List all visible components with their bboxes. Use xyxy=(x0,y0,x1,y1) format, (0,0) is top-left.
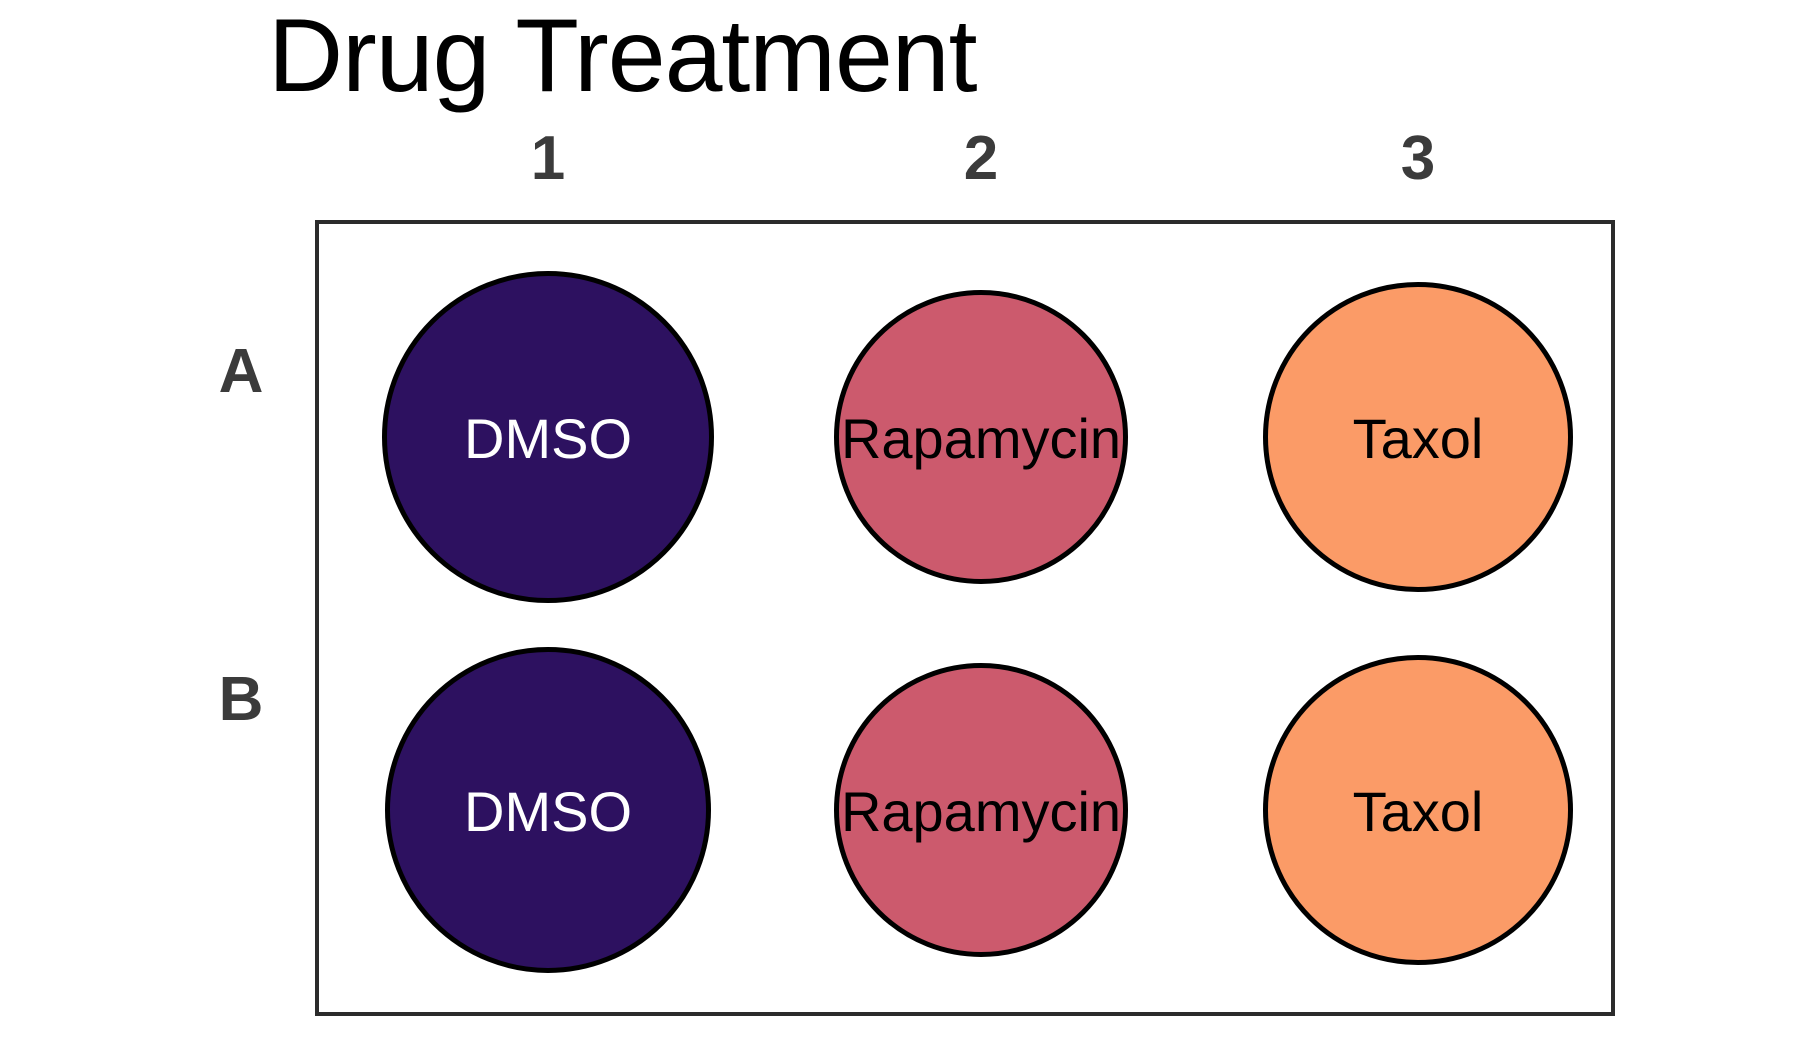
well-A3[interactable]: Taxol xyxy=(1263,282,1573,592)
well-label: Rapamycin xyxy=(840,407,1122,470)
column-header-3: 3 xyxy=(1400,124,1436,193)
well-label: Taxol xyxy=(1352,780,1484,843)
well-B2[interactable]: Rapamycin xyxy=(834,663,1128,957)
well-A1[interactable]: DMSO xyxy=(382,271,714,603)
column-header-1: 1 xyxy=(530,124,566,193)
plate-outline xyxy=(315,220,1615,1016)
page-title: Drug Treatment xyxy=(268,0,978,114)
well-label: Rapamycin xyxy=(840,780,1122,843)
well-label: DMSO xyxy=(464,780,632,843)
column-header-2: 2 xyxy=(963,124,999,193)
well-B1[interactable]: DMSO xyxy=(385,647,711,973)
well-B3[interactable]: Taxol xyxy=(1263,655,1573,965)
well-label: DMSO xyxy=(464,407,632,470)
well-A2[interactable]: Rapamycin xyxy=(834,290,1128,584)
row-header-B: B xyxy=(218,665,264,734)
row-header-A: A xyxy=(218,337,264,406)
well-label: Taxol xyxy=(1352,407,1484,470)
